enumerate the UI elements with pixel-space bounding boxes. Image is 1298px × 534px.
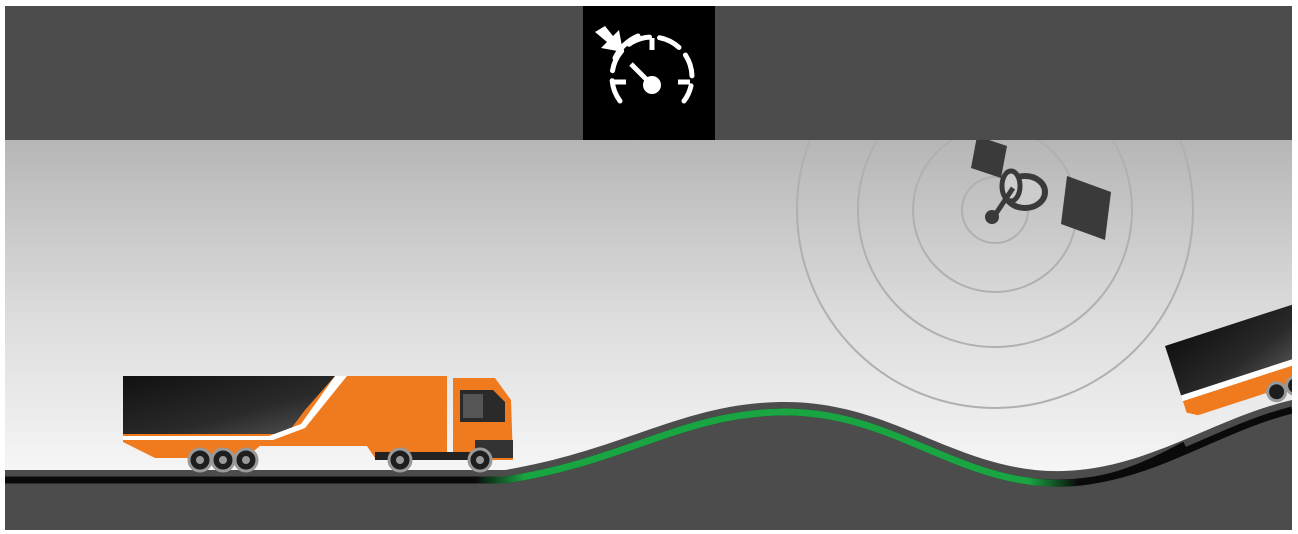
scene bbox=[5, 140, 1292, 530]
adaptive-cruise-control-icon bbox=[583, 6, 715, 140]
cruise-control-icon-tile bbox=[583, 6, 715, 140]
scene-svg bbox=[5, 140, 1292, 530]
illustration-frame bbox=[5, 6, 1292, 530]
